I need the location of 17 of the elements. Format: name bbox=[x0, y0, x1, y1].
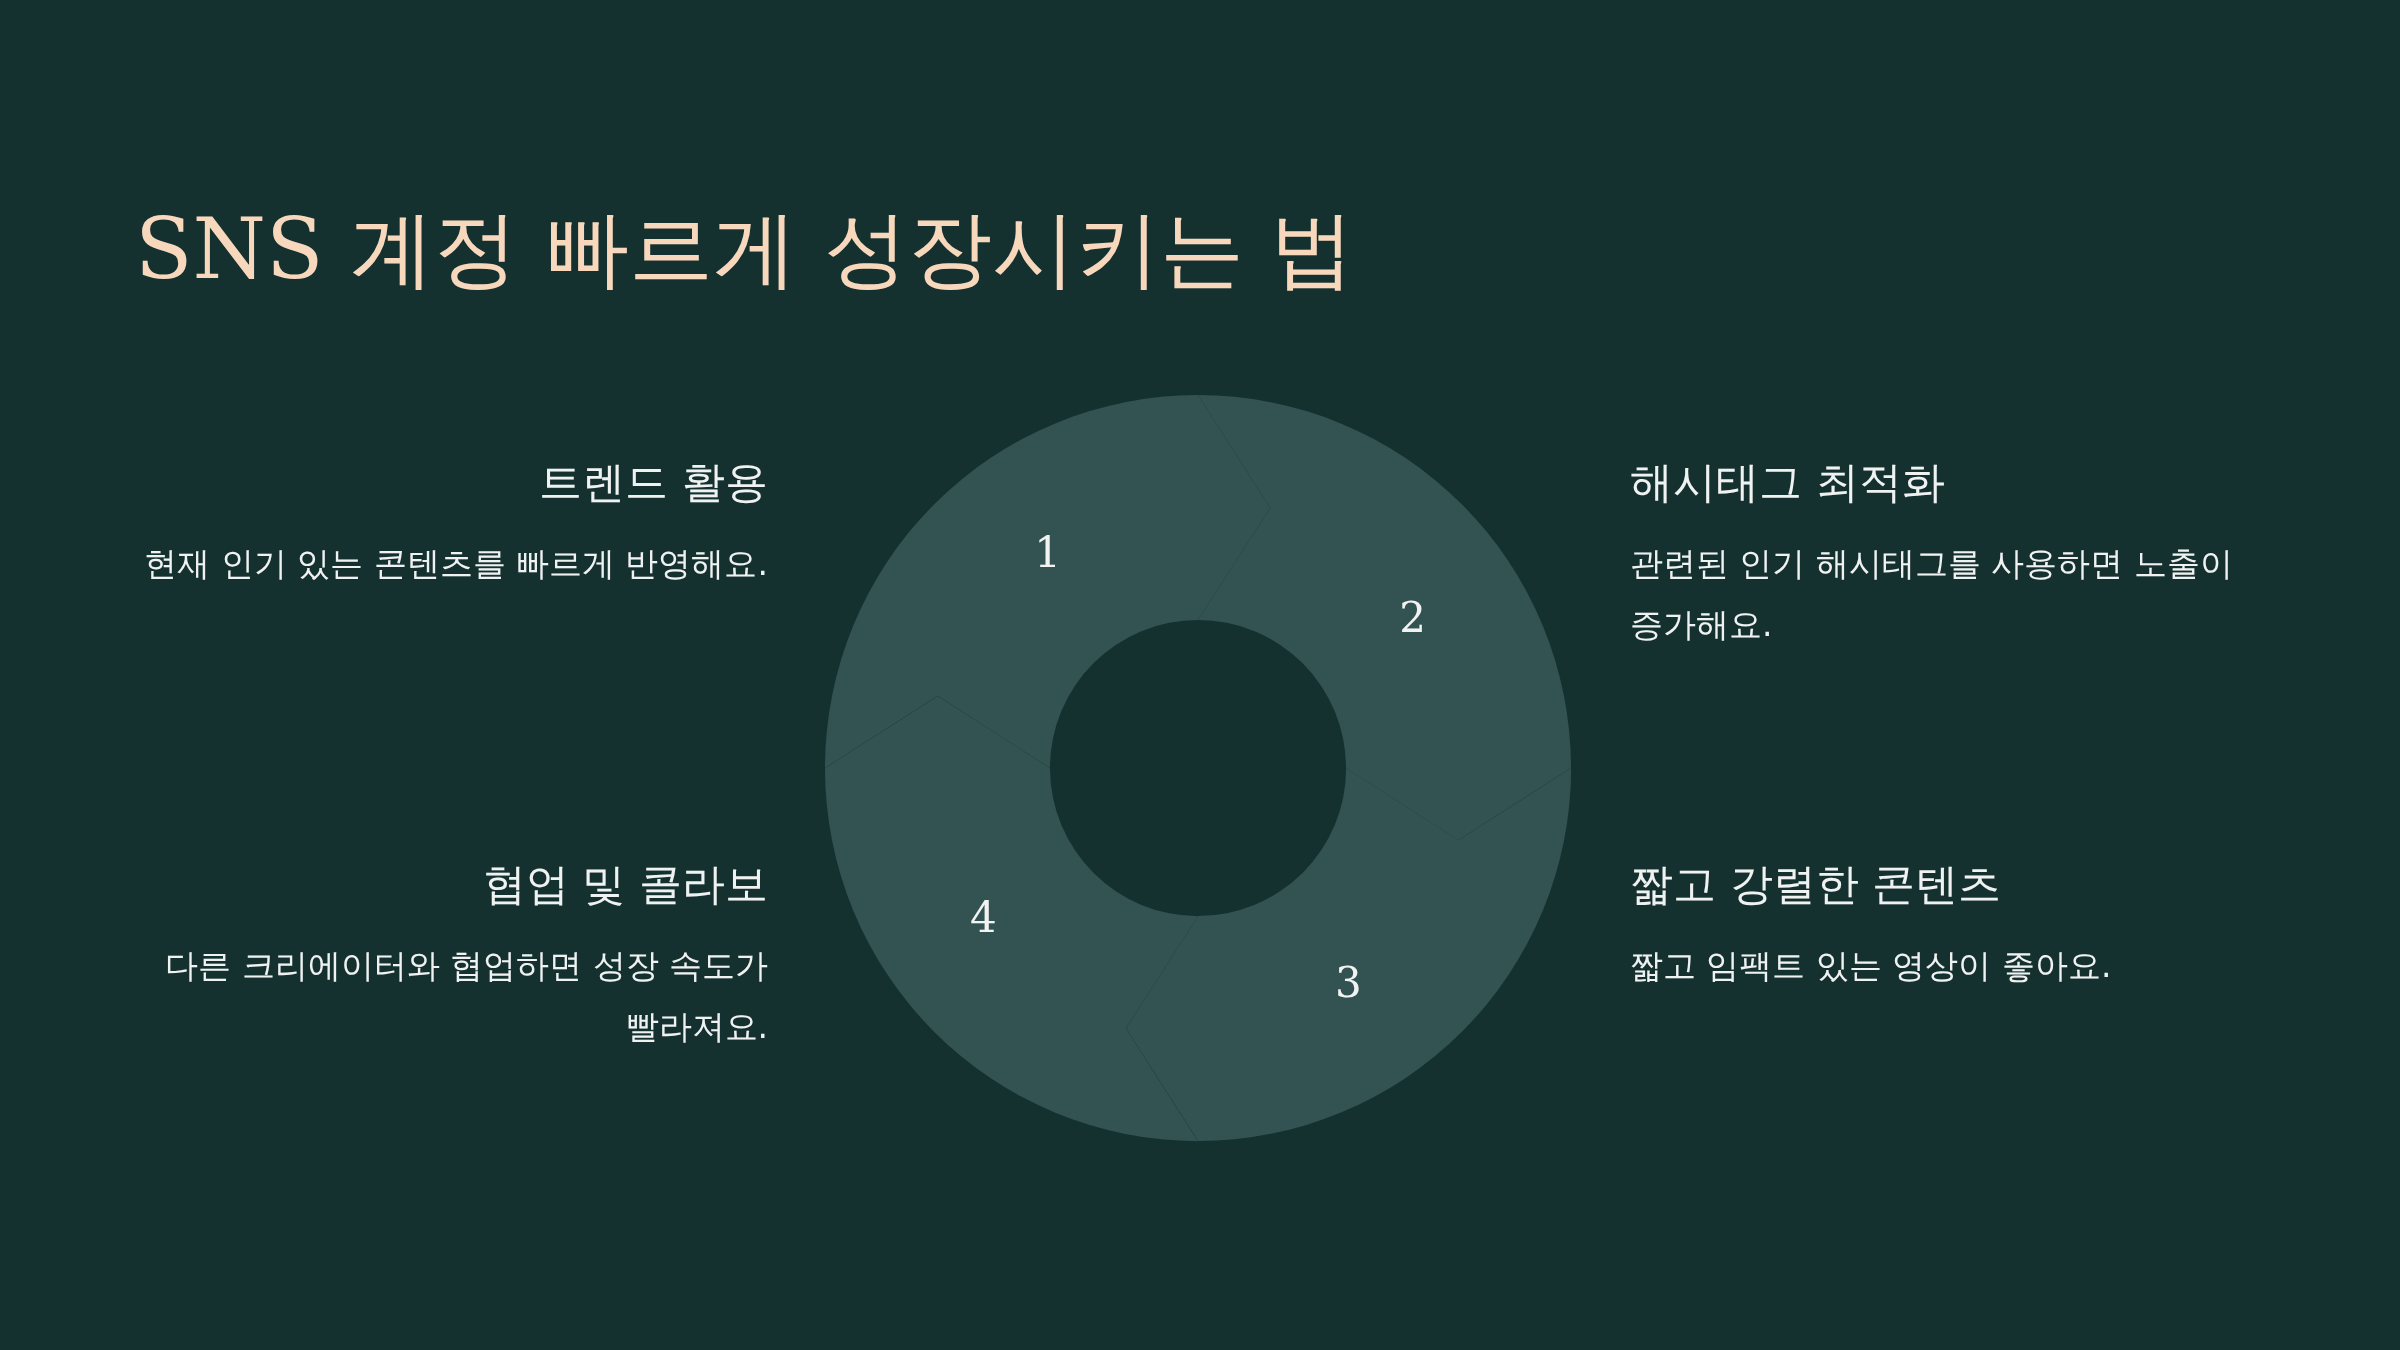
ring-segment bbox=[825, 395, 1271, 768]
step-number: 3 bbox=[1334, 961, 1362, 1004]
ring-segment bbox=[1125, 768, 1571, 1141]
step-number: 2 bbox=[1399, 596, 1426, 639]
ring-segment bbox=[825, 695, 1198, 1141]
step-heading: 협업 및 콜라보 bbox=[482, 858, 768, 911]
step-number: 1 bbox=[1034, 532, 1062, 575]
step-description: 다른 크리에이터와 협업하면 성장 속도가 빨라져요. bbox=[164, 944, 768, 1048]
title: SNS 계정 빠르게 성장시키는 법 bbox=[135, 199, 1355, 300]
step-number: 4 bbox=[970, 897, 997, 940]
step-heading: 트렌드 활용 bbox=[539, 456, 768, 509]
step-heading: 짧고 강렬한 콘텐츠 bbox=[1630, 858, 2002, 911]
step-description: 현재 인기 있는 콘텐츠를 빠르게 반영해요. bbox=[143, 542, 768, 585]
step-description: 관련된 인기 해시태그를 사용하면 노출이 증가해요. bbox=[1630, 542, 2234, 646]
ring-segment bbox=[1198, 395, 1571, 841]
step-description: 짧고 임팩트 있는 영상이 좋아요. bbox=[1630, 944, 2113, 987]
step-heading: 해시태그 최적화 bbox=[1630, 456, 1945, 509]
